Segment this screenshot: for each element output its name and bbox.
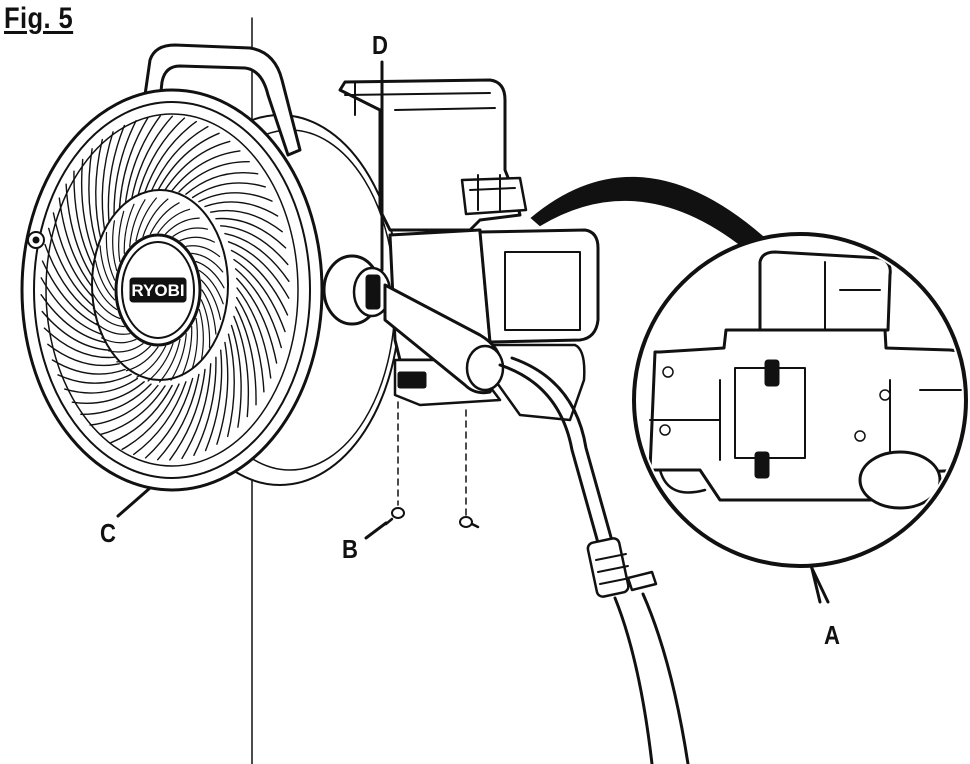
callout-b-label: B xyxy=(342,534,358,564)
battery-motor-body xyxy=(338,78,600,422)
screw-right-icon xyxy=(459,516,480,529)
figure-title: Fig. 5 xyxy=(4,2,74,35)
carry-handle xyxy=(143,43,302,157)
fan-grill: RYOBI xyxy=(20,88,324,492)
callout-a-label: A xyxy=(824,620,840,650)
pivot-knob xyxy=(322,254,392,326)
brand-logo: RYOBI xyxy=(131,281,184,300)
callout-d-label: D xyxy=(372,30,388,60)
water-hose xyxy=(498,356,690,764)
support-arm xyxy=(383,283,505,395)
screw-left-icon xyxy=(384,507,405,526)
detail-inset xyxy=(530,177,968,568)
mounting-screws xyxy=(384,401,480,529)
callout-c-label: C xyxy=(100,518,116,548)
